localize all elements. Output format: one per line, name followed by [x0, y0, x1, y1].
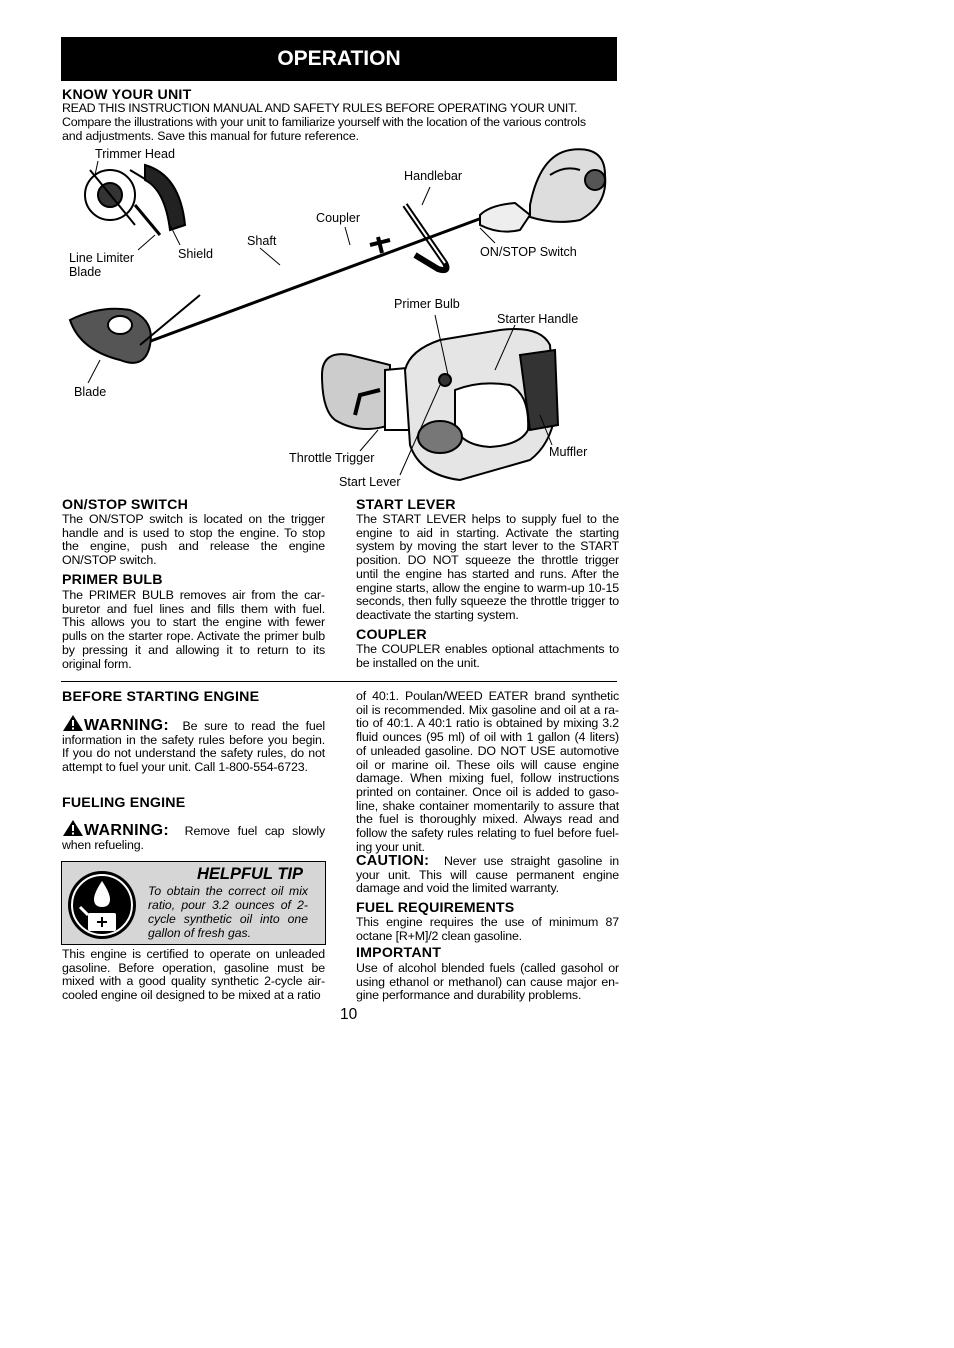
label-start-lever: Start Lever	[339, 475, 401, 489]
helpful-tip-text: To obtain the correct oil mix ratio, pou…	[148, 884, 308, 940]
before-starting-warning: WARNING: Be sure to read the fuel inform…	[62, 714, 325, 775]
label-line-limiter: Line Limiter	[69, 251, 135, 265]
warning-triangle-icon	[63, 820, 83, 836]
warning-text: Be sure to read the fuel information in …	[62, 719, 325, 775]
know-your-unit-line-3: and adjustments. Save this manual for fu…	[62, 129, 359, 143]
caution-block: CAUTION: Never use straight gasoline in …	[356, 853, 619, 896]
caution-text: Never use straight gasoline in your unit…	[356, 854, 619, 896]
label-on-stop-switch: ON/STOP Switch	[480, 245, 577, 259]
unit-diagram-illustration	[68, 148, 607, 482]
label-throttle-trigger: Throttle Trigger	[289, 451, 375, 465]
label-shield: Shield	[178, 247, 214, 261]
label-primer-bulb: Primer Bulb	[394, 297, 460, 311]
label-shaft: Shaft	[247, 234, 277, 248]
know-your-unit-line-2: Compare the illustrations with your unit…	[62, 115, 586, 129]
start-lever-text: The START LEVER helps to supply fuel to …	[356, 512, 619, 622]
know-your-unit-heading: KNOW YOUR UNIT	[62, 87, 192, 103]
section-title: OPERATION	[277, 47, 401, 70]
warning-label: WARNING:	[84, 717, 170, 734]
page-number: 10	[340, 1006, 358, 1023]
label-coupler: Coupler	[316, 211, 361, 225]
caution-label: CAUTION:	[356, 853, 430, 869]
section-divider	[61, 681, 617, 682]
helpful-tip-title: HELPFUL TIP	[196, 865, 304, 883]
on-stop-switch-text: The ON/STOP switch is located on the tri…	[62, 512, 325, 568]
label-starter-handle: Starter Handle	[497, 312, 579, 326]
section-title-banner: OPERATION	[61, 37, 617, 81]
blade-illustration	[68, 294, 201, 364]
handlebar-illustration	[402, 203, 450, 274]
important-heading: IMPORTANT	[356, 945, 442, 961]
label-handlebar: Handlebar	[404, 169, 463, 183]
fuel-requirements-text: This engine requires the use of minimum …	[356, 915, 619, 943]
important-text: Use of alcohol blended fuels (called gas…	[356, 961, 619, 1003]
coupler-heading: COUPLER	[356, 627, 427, 643]
fueling-engine-heading: FUELING ENGINE	[62, 795, 186, 811]
fuel-can-oil-drop-icon	[68, 871, 136, 939]
warning-text: Remove fuel cap slowly when refueling.	[62, 824, 326, 852]
on-stop-switch-heading: ON/STOP SWITCH	[62, 497, 189, 513]
certified-text: This engine is certified to operate on u…	[62, 947, 325, 1003]
know-your-unit-line-1: READ THIS INSTRUCTION MANUAL AND SAFETY …	[62, 101, 578, 115]
primer-bulb-text: The PRIMER BULB removes air from the car…	[62, 588, 325, 671]
label-muffler: Muffler	[549, 445, 588, 459]
fuel-requirements-heading: FUEL REQUIREMENTS	[356, 900, 515, 916]
coupler-text: The COUPLER enables optional attach­ment…	[356, 642, 619, 670]
label-blade: Blade	[74, 385, 107, 399]
engine-illustration	[320, 328, 560, 482]
primer-bulb-heading: PRIMER BULB	[62, 572, 163, 588]
label-trimmer-head: Trimmer Head	[95, 147, 176, 161]
fuel-mix-text: of 40:1. Poulan/WEED EATER brand synthet…	[356, 689, 619, 854]
warning-triangle-icon	[63, 715, 83, 731]
diagram-pointer-lines	[87, 160, 553, 476]
helpful-tip-box: HELPFUL TIP To obtain the correct oil mi…	[61, 861, 326, 945]
label-line-limiter-blade: Blade	[69, 265, 102, 279]
before-starting-heading: BEFORE STARTING ENGINE	[62, 689, 260, 705]
start-lever-heading: START LEVER	[356, 497, 456, 513]
warning-label: WARNING:	[84, 822, 170, 839]
trimmer-head-illustration	[84, 163, 187, 236]
fueling-engine-warning: WARNING: Remove fuel cap slowly when ref…	[62, 819, 325, 852]
upper-engine-illustration	[479, 148, 607, 233]
